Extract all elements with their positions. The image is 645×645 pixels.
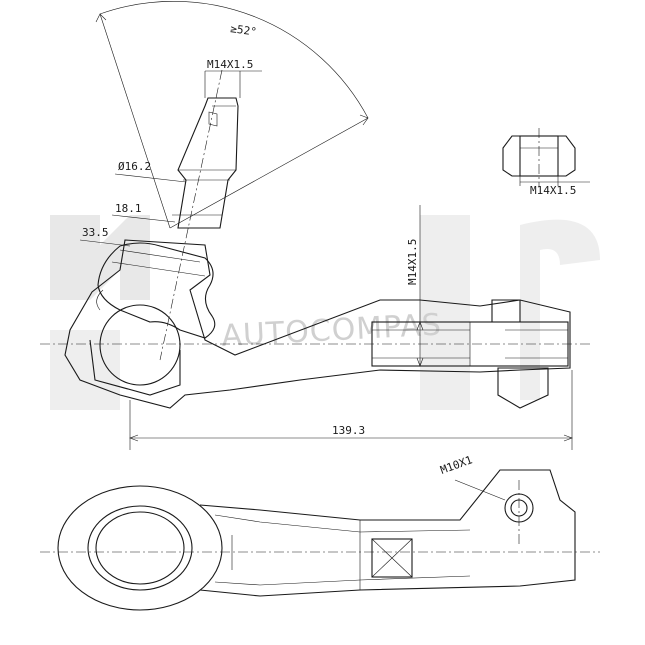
nut-thread-label: M14X1.5 <box>530 184 576 197</box>
angle-label: ≥52° <box>230 22 258 39</box>
watermark: AUTOCOMPAS <box>50 215 600 410</box>
angle-indicator <box>95 0 369 229</box>
inner-thread-label: M14X1.5 <box>406 239 419 285</box>
overall-length-label: 139.3 <box>332 424 365 437</box>
stud-diameter-label: Ø16.2 <box>118 160 151 173</box>
plan-view <box>40 469 600 611</box>
length-33-label: 33.5 <box>82 226 109 239</box>
watermark-text: AUTOCOMPAS <box>221 307 443 353</box>
stud-thread-label: M14X1.5 <box>207 58 253 71</box>
ball-stud <box>159 69 239 361</box>
hole-thread-label: M10X1 <box>439 453 475 477</box>
length-18-label: 18.1 <box>115 202 142 215</box>
nut-detail <box>502 128 590 186</box>
overall-length-dimension <box>129 370 573 450</box>
